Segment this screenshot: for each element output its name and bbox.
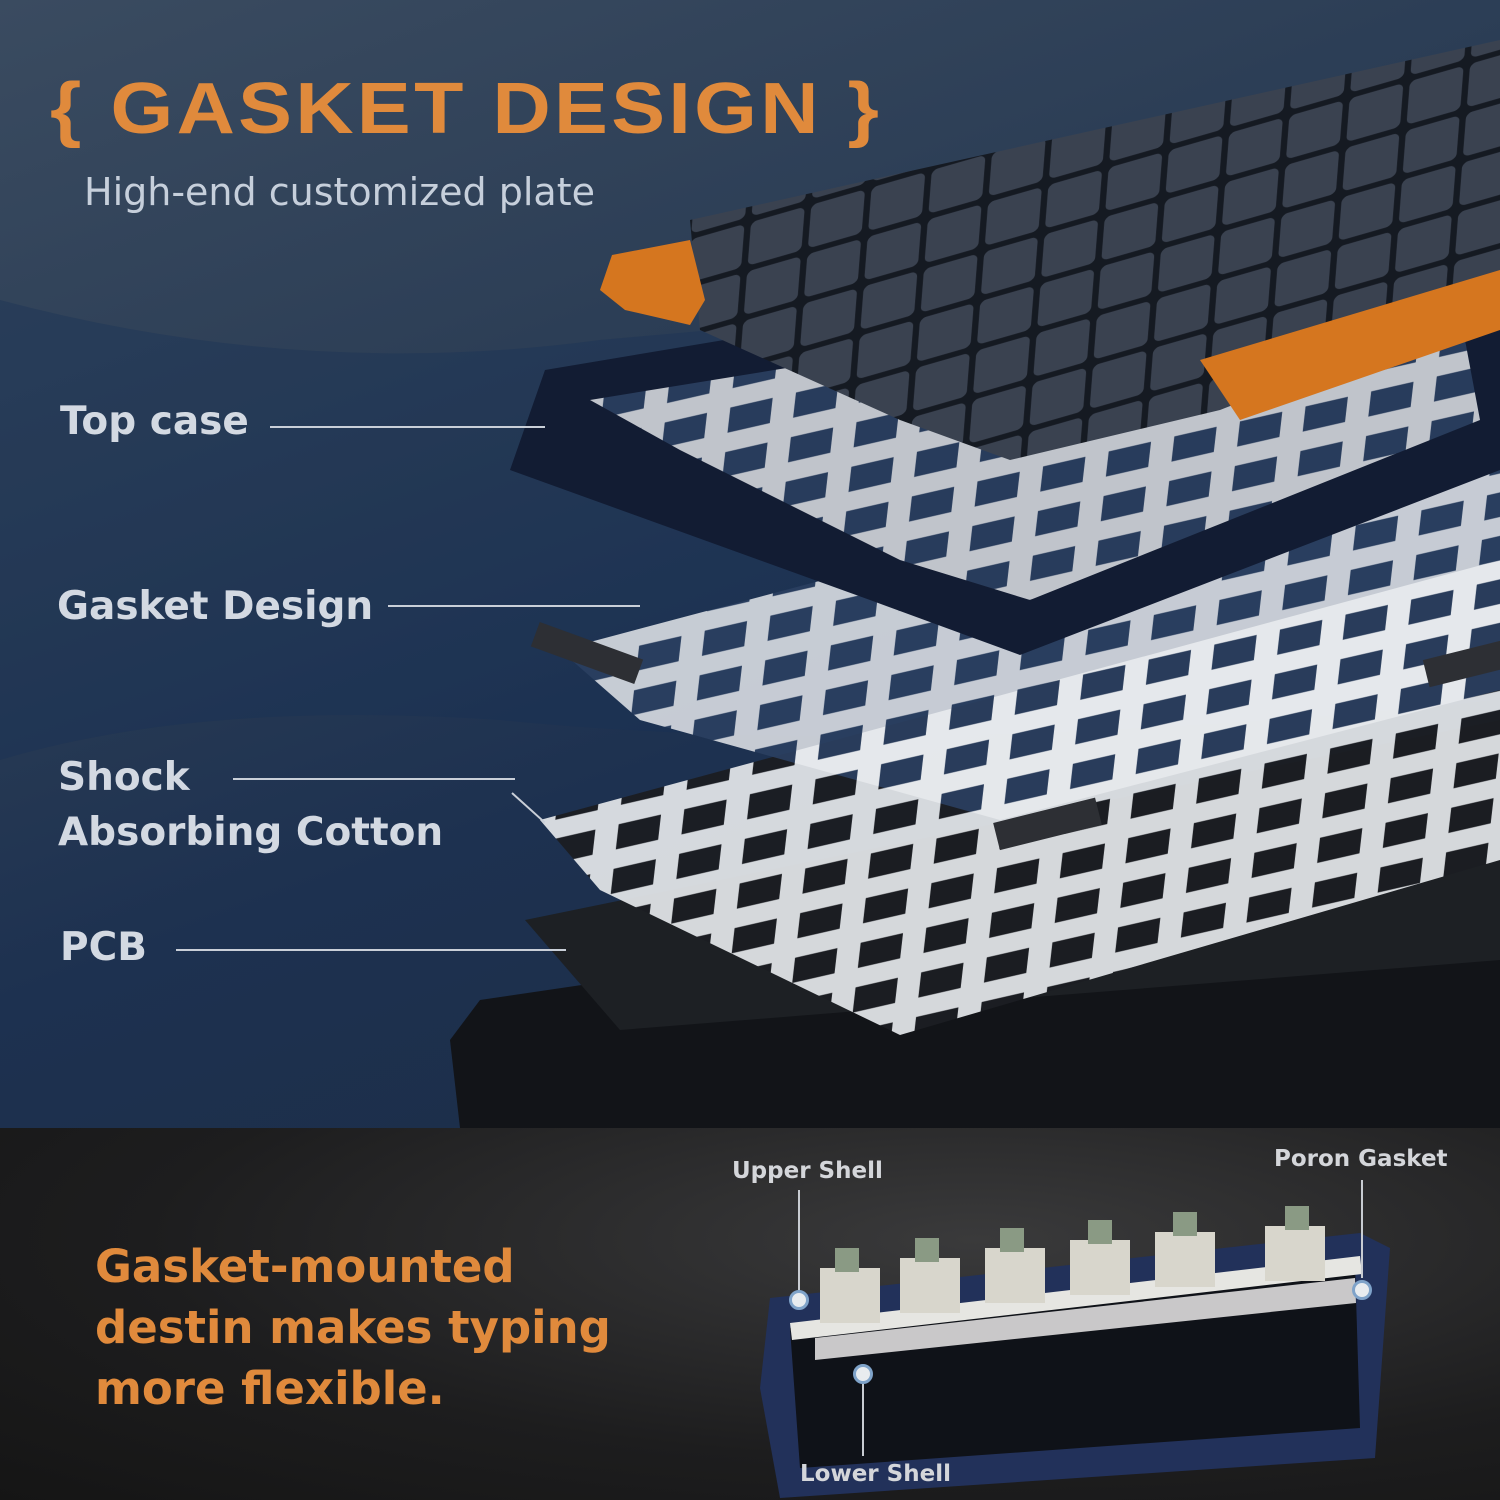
tagline-line: destin makes typing xyxy=(95,1301,611,1354)
gasket-strip xyxy=(1422,640,1500,688)
cross-section-illustration xyxy=(760,1206,1390,1498)
callout-lower-shell: Lower Shell xyxy=(800,1461,951,1487)
page-title: { GASKET DESIGN } xyxy=(50,69,883,149)
callout-dot-poron-gasket xyxy=(1352,1280,1372,1300)
callout-line-upper-shell xyxy=(798,1190,800,1290)
label-absorbing-cotton: Absorbing Cotton xyxy=(58,810,444,855)
space-bar xyxy=(1200,270,1500,420)
gasket-strip xyxy=(530,621,644,685)
callout-dot-upper-shell xyxy=(789,1290,809,1310)
cross-section-section: Gasket-mounted destin makes typing more … xyxy=(0,1128,1500,1500)
callout-line-lower-shell xyxy=(862,1384,864,1456)
callout-poron-gasket: Poron Gasket xyxy=(1274,1146,1448,1172)
label-gasket-design: Gasket Design xyxy=(57,584,374,629)
esc-key xyxy=(600,240,705,325)
label-pcb: PCB xyxy=(60,925,147,970)
tagline-line: more flexible. xyxy=(95,1362,445,1415)
exploded-view-section: { GASKET DESIGN } High-end customized pl… xyxy=(0,0,1500,1128)
callout-dot-lower-shell xyxy=(853,1364,873,1384)
label-shock: Shock xyxy=(58,755,190,800)
keyboard-exploded-illustration xyxy=(0,40,1500,1035)
leader-line-cotton xyxy=(233,778,515,780)
tagline: Gasket-mounted destin makes typing more … xyxy=(95,1236,611,1419)
switches xyxy=(820,1226,1325,1323)
tagline-line: Gasket-mounted xyxy=(95,1240,515,1293)
leader-line-pcb xyxy=(176,949,566,951)
page-subtitle: High-end customized plate xyxy=(84,170,595,214)
leader-line-top-case xyxy=(270,426,545,428)
callout-line-poron-gasket xyxy=(1361,1180,1363,1278)
label-top-case: Top case xyxy=(60,399,249,444)
callout-upper-shell: Upper Shell xyxy=(732,1158,883,1184)
leader-line-gasket-design xyxy=(388,605,640,607)
gasket-strip xyxy=(993,797,1102,851)
